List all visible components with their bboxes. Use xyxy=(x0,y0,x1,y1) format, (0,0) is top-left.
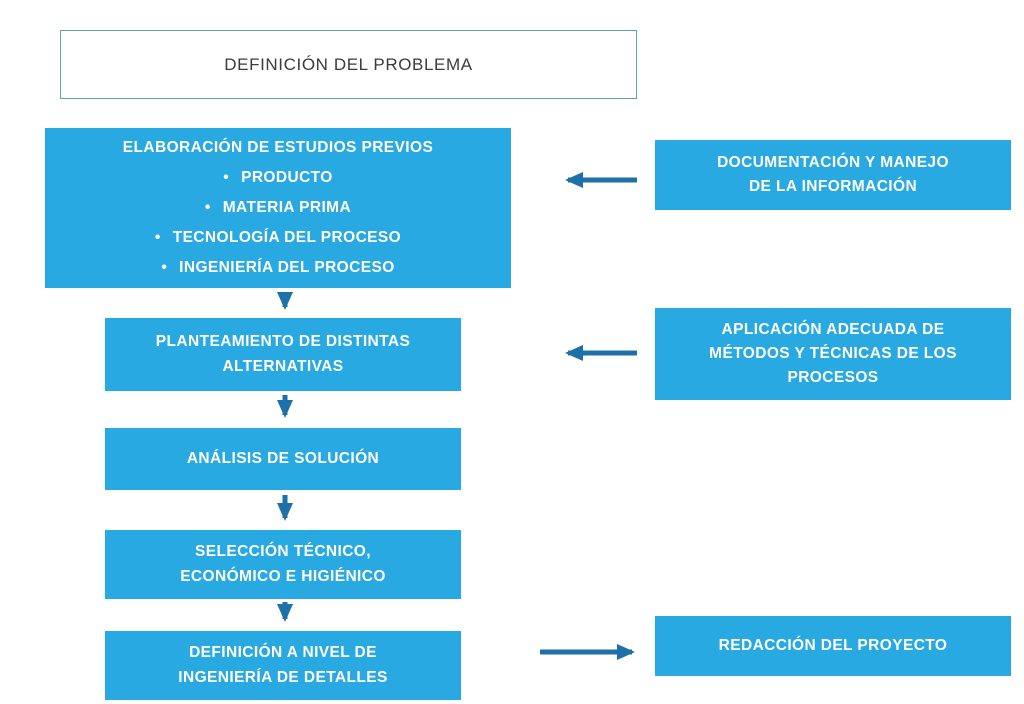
bullet-item-tecnologia: • TECNOLOGÍA DEL PROCESO xyxy=(155,223,401,253)
box-label: PLANTEAMIENTO DE DISTINTAS ALTERNATIVAS xyxy=(155,333,411,375)
problem-definition-label: DEFINICIÓN DEL PROBLEMA xyxy=(224,54,473,74)
box-documentacion-informacion: DOCUMENTACIÓN Y MANEJO DE LA INFORMACIÓN xyxy=(655,140,1011,210)
bullet-item-materia-prima: • MATERIA PRIMA xyxy=(205,193,351,223)
box-seleccion-tecnico: SELECCIÓN TÉCNICO, ECONÓMICO E HIGIÉNICO xyxy=(105,530,461,599)
box-label: DOCUMENTACIÓN Y MANEJO DE LA INFORMACIÓN xyxy=(717,153,949,195)
box-aplicacion-metodos-tecnicas: APLICACIÓN ADECUADA DE MÉTODOS Y TÉCNICA… xyxy=(655,308,1011,400)
box-label: APLICACIÓN ADECUADA DE MÉTODOS Y TÉCNICA… xyxy=(709,320,957,386)
box-label: SELECCIÓN TÉCNICO, ECONÓMICO E HIGIÉNICO xyxy=(180,543,386,585)
bullet-icon: • xyxy=(154,229,161,246)
box-definicion-ingenieria-detalles: DEFINICIÓN A NIVEL DE INGENIERÍA DE DETA… xyxy=(105,631,461,700)
box-analisis-solucion: ANÁLISIS DE SOLUCIÓN xyxy=(105,428,461,490)
bullet-item-producto: • PRODUCTO xyxy=(223,163,332,193)
estudios-title: ELABORACIÓN DE ESTUDIOS PREVIOS xyxy=(122,139,434,156)
bullet-item-ingenieria: • INGENIERÍA DEL PROCESO xyxy=(161,253,394,283)
box-estudios-previos: ELABORACIÓN DE ESTUDIOS PREVIOS • PRODUCT… xyxy=(45,128,511,288)
bullet-text: INGENIERÍA DEL PROCESO xyxy=(179,259,395,276)
problem-definition-box: DEFINICIÓN DEL PROBLEMA xyxy=(60,30,637,99)
bullet-text: PRODUCTO xyxy=(241,169,333,186)
bullet-icon: • xyxy=(161,259,168,276)
bullet-icon: • xyxy=(204,199,211,216)
bullet-icon: • xyxy=(223,169,230,186)
box-label: REDACCIÓN DEL PROYECTO xyxy=(718,636,948,654)
box-label: ANÁLISIS DE SOLUCIÓN xyxy=(186,449,380,467)
box-redaccion-proyecto: REDACCIÓN DEL PROYECTO xyxy=(655,616,1011,676)
bullet-text: MATERIA PRIMA xyxy=(222,199,352,216)
bullet-text: TECNOLOGÍA DEL PROCESO xyxy=(172,229,402,246)
box-label: DEFINICIÓN A NIVEL DE INGENIERÍA DE DETA… xyxy=(178,644,388,686)
box-planteamiento-alternativas: PLANTEAMIENTO DE DISTINTAS ALTERNATIVAS xyxy=(105,318,461,391)
